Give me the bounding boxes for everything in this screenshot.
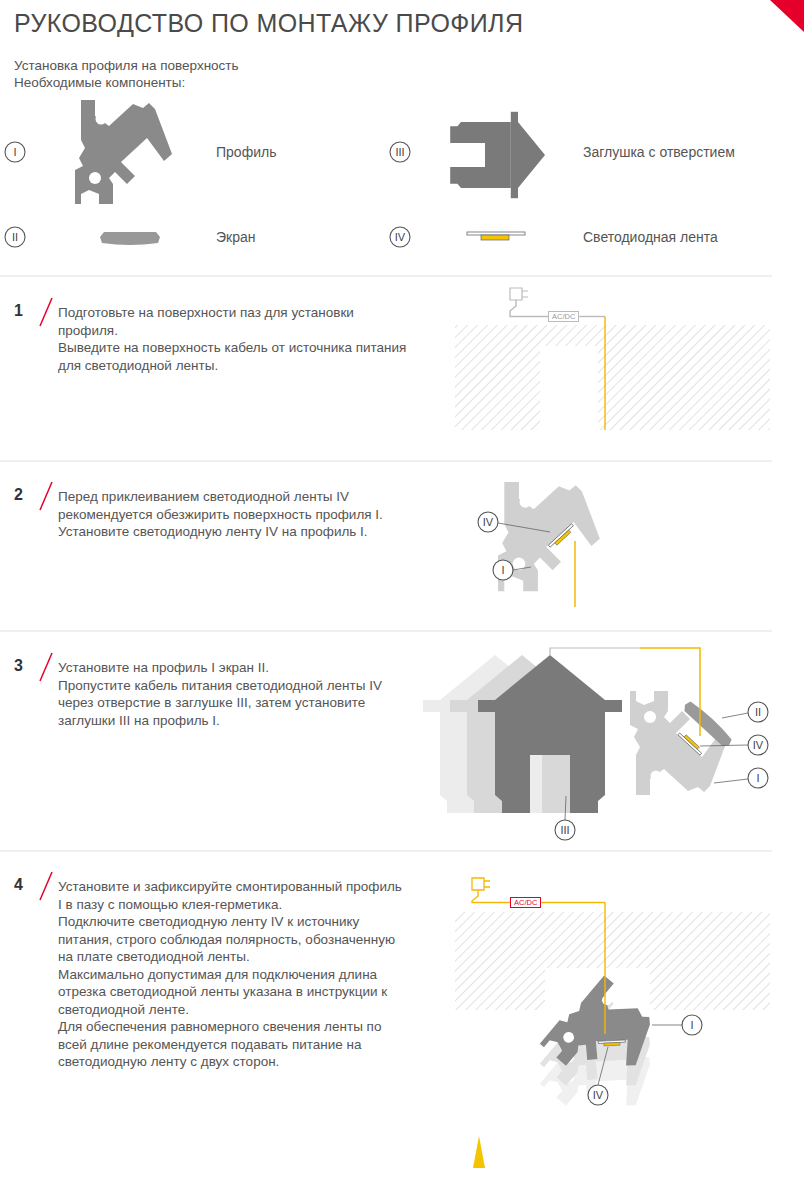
power-supply-box: AC/DC (548, 311, 579, 322)
power-cable (541, 902, 605, 903)
step-slash (40, 872, 52, 900)
callout-number: III (553, 822, 577, 838)
step-slash (40, 298, 52, 326)
separator (0, 851, 772, 852)
callout-number: IV (746, 737, 770, 753)
leader-line (652, 1025, 682, 1026)
separator (0, 631, 772, 632)
surface-slot (540, 346, 598, 430)
power-supply-label: AC/DC (514, 898, 537, 907)
led-strip-drawing (481, 235, 509, 240)
profile-drawing (498, 482, 600, 591)
end-cap-drawing (450, 112, 545, 198)
step-text: Подключите светодиодную ленту IV к источ… (58, 913, 408, 966)
corner-mark (770, 0, 804, 32)
page-title: РУКОВОДСТВО ПО МОНТАЖУ ПРОФИЛЯ (14, 8, 523, 38)
surface-hatch (455, 325, 770, 430)
light-beam (473, 1136, 485, 1168)
callout-number: I (491, 562, 515, 578)
step-number: 1 (14, 302, 23, 320)
part-name: Светодиодная лента (583, 229, 718, 246)
led-strip-drawing (548, 524, 575, 550)
section-subtitle: Необходимые компоненты: (14, 74, 185, 91)
led-strip-drawing (596, 1027, 628, 1059)
step-text: Подготовьте на поверхности паз для устан… (58, 304, 408, 339)
callout-number: I (680, 1017, 704, 1033)
profile-drawing (630, 691, 727, 795)
power-cable (604, 317, 605, 431)
plug-icon (510, 288, 528, 300)
screen-drawing (682, 699, 735, 749)
profile-drawing (75, 100, 172, 204)
leader-line (565, 796, 566, 820)
leader-line (722, 713, 748, 718)
power-supply-box: AC/DC (510, 897, 541, 908)
power-cable (510, 300, 548, 317)
surface-hatch (455, 912, 770, 1010)
separator (0, 276, 772, 277)
power-cable (574, 541, 576, 607)
power-cable (550, 648, 640, 655)
separator (0, 461, 772, 462)
step-text: Максимально допустимая для подключения д… (58, 966, 408, 1019)
step-slash (40, 482, 52, 510)
step-text: Выведите на поверхность кабель от источн… (58, 339, 408, 374)
step-slash (40, 653, 52, 681)
step-text: Для обеспечения равномерного свечения ле… (58, 1018, 408, 1071)
step-text-block: Установите и зафиксируйте смонтированный… (58, 878, 408, 1071)
step-text: Перед приклеиванием светодиодной ленты I… (58, 488, 408, 541)
leader-line (598, 1047, 608, 1085)
power-supply-label: AC/DC (552, 312, 575, 321)
power-cable (604, 903, 605, 1035)
power-cable (472, 890, 510, 903)
part-name: Профиль (216, 144, 276, 161)
leader-line (513, 567, 531, 570)
step-text-block: Установите на профиль I экран II.Пропуст… (58, 659, 408, 729)
power-cable (640, 648, 700, 736)
plug-icon (472, 878, 490, 890)
end-cap-drawing (478, 655, 622, 813)
callout-number: IV (388, 229, 412, 245)
profile-drawing (540, 972, 667, 1100)
step-text: Пропустите кабель питания светодиодной л… (58, 677, 408, 730)
led-strip-drawing (467, 232, 525, 235)
part-name: Экран (216, 229, 256, 246)
callout-number: II (3, 229, 27, 245)
callout-number: II (746, 704, 770, 720)
step-text-block: Подготовьте на поверхности паз для устан… (58, 304, 408, 374)
section-subtitle: Установка профиля на поверхность (14, 57, 239, 74)
step-number: 2 (14, 486, 23, 504)
callout-number: I (3, 144, 27, 160)
step-text: Установите на профиль I экран II. (58, 659, 408, 677)
callout-number: IV (476, 514, 500, 530)
leader-line (498, 523, 550, 532)
screen-drawing (100, 232, 160, 245)
callout-number: III (388, 144, 412, 160)
callout-number: IV (586, 1087, 610, 1103)
step-text: Установите и зафиксируйте смонтированный… (58, 878, 408, 913)
leader-line (700, 745, 748, 746)
step-text-block: Перед приклеиванием светодиодной ленты I… (58, 488, 408, 541)
step-number: 3 (14, 657, 23, 675)
power-cable (579, 316, 605, 317)
callout-number: I (746, 770, 770, 786)
leader-line (714, 779, 748, 783)
step-number: 4 (14, 876, 23, 894)
part-name: Заглушка с отверстием (583, 144, 735, 161)
